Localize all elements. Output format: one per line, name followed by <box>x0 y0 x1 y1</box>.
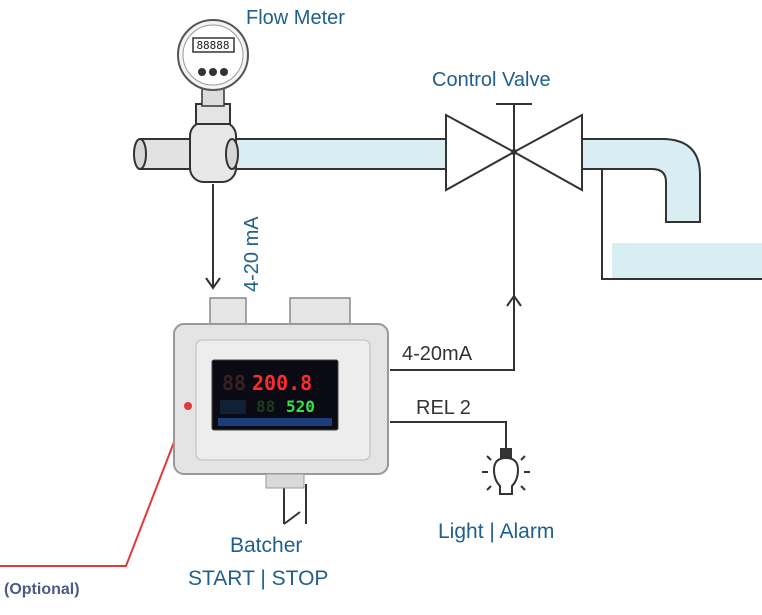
input-signal-label: 4-20 mA <box>241 216 263 292</box>
input-signal-line <box>205 184 221 290</box>
control-valve <box>445 103 583 192</box>
display-bottom-ghost: 88 <box>256 397 275 416</box>
relay-line <box>390 421 507 448</box>
light-alarm-label: Light | Alarm <box>438 520 554 543</box>
flow-meter-fitting <box>189 87 239 183</box>
svg-text:88888: 88888 <box>196 39 229 52</box>
display-top-value: 200.8 <box>252 371 312 395</box>
display-bottom-value: 520 <box>286 397 315 416</box>
light-bulb-icon <box>482 448 530 495</box>
batcher-label: Batcher <box>230 534 302 557</box>
relay-label: REL 2 <box>416 397 471 419</box>
display-top-ghost: 88 <box>222 371 246 395</box>
control-valve-label: Control Valve <box>432 69 551 91</box>
output-signal-label: 4-20mA <box>402 343 473 365</box>
optional-line <box>0 405 189 567</box>
output-signal-line <box>390 152 522 371</box>
batcher-switch <box>283 484 307 525</box>
flow-meter-gauge: 88888 <box>177 19 249 91</box>
tank <box>601 170 762 280</box>
optional-label: (Optional) <box>4 581 80 598</box>
main-pipe <box>231 138 701 223</box>
controller-enclosure: 88 200.8 88 520 <box>173 297 389 489</box>
flow-meter-label: Flow Meter <box>246 7 345 29</box>
start-stop-label: START | STOP <box>188 567 328 590</box>
